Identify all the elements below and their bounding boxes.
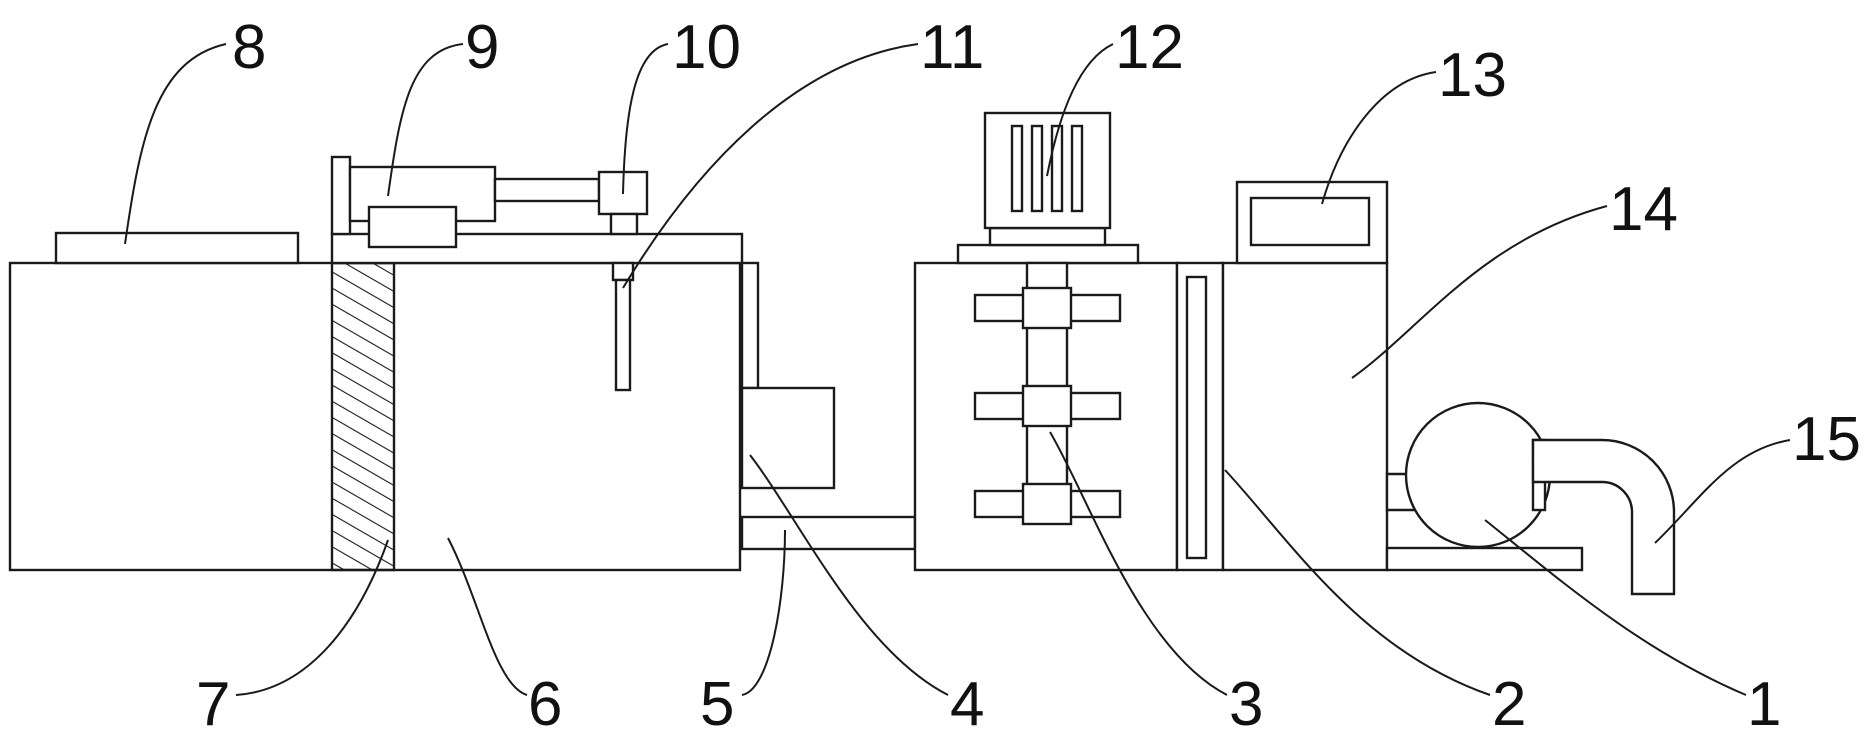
motor-base [956, 243, 1140, 265]
number-labels: 8 9 10 11 12 13 14 15 1 2 3 4 5 6 7 [196, 13, 1861, 739]
outlet-elbow-pipe [1531, 438, 1676, 596]
stirring-blades [973, 286, 1122, 526]
label-2: 2 [1492, 670, 1526, 739]
cover-plate [54, 231, 300, 265]
label-3: 3 [1229, 670, 1263, 739]
motor-vent-3 [1050, 124, 1064, 213]
display-screen [1249, 196, 1371, 247]
label-9: 9 [465, 13, 499, 82]
label-5: 5 [700, 670, 734, 739]
control-cabinet [1221, 261, 1389, 572]
tank-outlet-pipe [740, 261, 760, 390]
drive-block-base [609, 212, 639, 236]
pump-base [1385, 546, 1584, 572]
motor-vent-4 [1070, 124, 1084, 213]
label-15: 15 [1792, 405, 1861, 474]
label-4: 4 [950, 670, 984, 739]
label-13: 13 [1438, 41, 1507, 110]
probe [614, 278, 632, 392]
motor-vent-1 [1010, 124, 1024, 213]
motor-neck [988, 226, 1107, 247]
label-6: 6 [528, 670, 562, 739]
piston-rod [493, 177, 601, 203]
label-10: 10 [672, 13, 741, 82]
label-8: 8 [232, 13, 266, 82]
transfer-box [740, 386, 836, 490]
frame-post [330, 155, 352, 236]
label-11: 11 [920, 13, 984, 82]
filter-screen [330, 261, 396, 572]
sight-glass [1185, 275, 1208, 560]
label-7: 7 [196, 670, 230, 739]
cylinder-slider [367, 205, 458, 249]
connecting-pipe [740, 515, 917, 551]
label-14: 14 [1609, 175, 1678, 244]
motor-vent-2 [1030, 124, 1044, 213]
pump-body [1404, 401, 1552, 549]
label-12: 12 [1115, 13, 1184, 82]
label-1: 1 [1747, 670, 1781, 739]
leader-lines [124, 43, 1791, 696]
